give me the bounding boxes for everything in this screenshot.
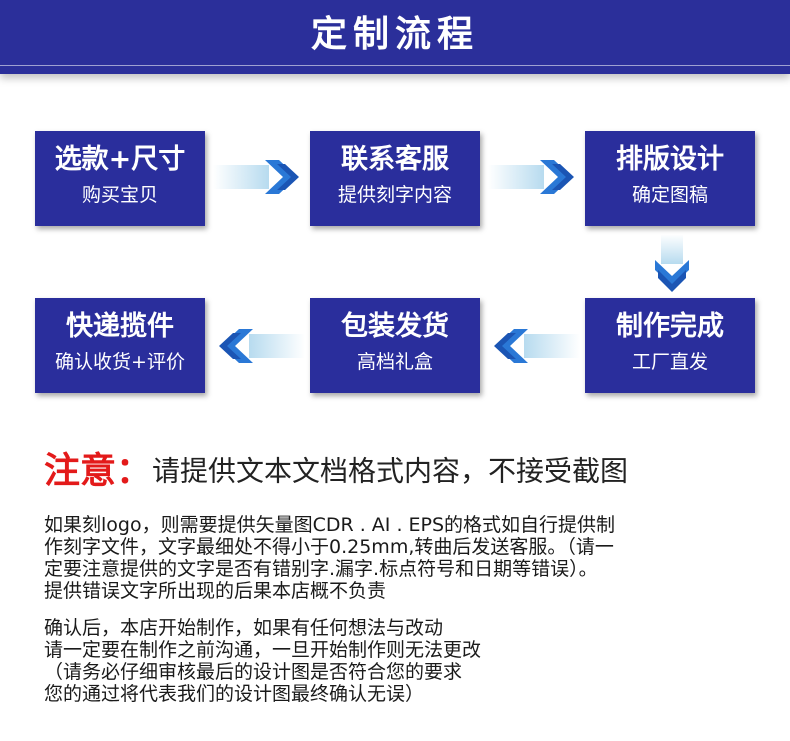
header-divider [0, 65, 790, 66]
step-subtitle: 工厂直发 [631, 351, 708, 373]
notice-line: 注意：请提供文本文档格式内容，不接受截图 [44, 448, 784, 494]
page-header: 定制流程 [0, 0, 790, 74]
paragraph-line: 确认后，本店开始制作，如果有任何想法与改动 [44, 617, 444, 639]
step-subtitle: 确定图稿 [631, 184, 708, 206]
step-title: 排版设计 [616, 144, 724, 175]
step-title: 选款+尺寸 [54, 144, 186, 175]
step-contact-service: 联系客服 提供刻字内容 [310, 131, 480, 226]
chevron-left-icon [219, 329, 305, 363]
logo-instructions-paragraph: 如果刻logo，则需要提供矢量图CDR . AI . EPS的格式如自行提供制 … [44, 514, 774, 602]
step-title: 制作完成 [616, 311, 724, 342]
step-production-complete: 制作完成 工厂直发 [585, 298, 755, 393]
step-layout-design: 排版设计 确定图稿 [585, 131, 755, 226]
chevron-right-icon [488, 160, 574, 194]
step-subtitle: 购买宝贝 [81, 184, 158, 206]
chevron-down-icon [655, 234, 689, 292]
notice-label: 注意： [44, 450, 153, 492]
step-package-ship: 包装发货 高档礼盒 [310, 298, 480, 393]
step-select-size: 选款+尺寸 购买宝贝 [35, 131, 205, 226]
step-subtitle: 提供刻字内容 [337, 184, 452, 206]
page-title: 定制流程 [310, 14, 479, 55]
chevron-left-icon [494, 329, 580, 363]
paragraph-line: （请务必仔细审核最后的设计图是否符合您的要求 [44, 661, 463, 683]
paragraph-line: 您的通过将代表我们的设计图最终确认无误） [44, 683, 425, 705]
confirmation-paragraph: 确认后，本店开始制作，如果有任何想法与改动 请一定要在制作之前沟通，一旦开始制作… [44, 617, 774, 705]
step-subtitle: 确认收货+评价 [55, 351, 185, 373]
paragraph-line: 如果刻logo，则需要提供矢量图CDR . AI . EPS的格式如自行提供制 [44, 514, 616, 536]
paragraph-line: 请一定要在制作之前沟通，一旦开始制作则无法更改 [44, 639, 482, 661]
paragraph-line: 作刻字文件，文字最细处不得小于0.25mm,转曲后发送客服。（请一 [44, 536, 614, 558]
step-title: 快递揽件 [66, 311, 174, 342]
paragraph-line: 提供错误文字所出现的后果本店概不负责 [44, 580, 387, 602]
notice-text: 请提供文本文档格式内容，不接受截图 [152, 454, 629, 488]
step-courier-pickup: 快递揽件 确认收货+评价 [35, 298, 205, 393]
step-subtitle: 高档礼盒 [356, 351, 433, 373]
step-title: 包装发货 [341, 311, 449, 342]
paragraph-line: 定要注意提供的文字是否有错别字.漏字.标点符号和日期等错误）。 [44, 558, 598, 580]
step-title: 联系客服 [341, 144, 449, 175]
chevron-right-icon [213, 160, 299, 194]
